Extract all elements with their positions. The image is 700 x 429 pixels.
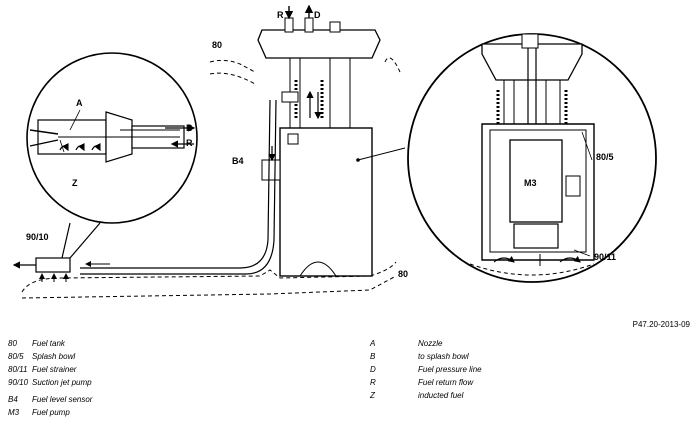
legend-key: 90/10 bbox=[8, 378, 29, 387]
legend-text: Fuel tank bbox=[32, 339, 65, 348]
legend-key: B bbox=[370, 352, 376, 361]
label-80-top: 80 bbox=[212, 40, 222, 50]
legend-text: Suction jet pump bbox=[32, 378, 92, 387]
legend-text: Fuel pump bbox=[32, 408, 70, 417]
label-80-5: 80/5 bbox=[596, 152, 614, 162]
legend-text: Fuel strainer bbox=[32, 365, 77, 374]
label-b4: B4 bbox=[232, 156, 244, 166]
legend-text: Fuel pressure line bbox=[418, 365, 482, 374]
label-b: B bbox=[186, 123, 193, 133]
legend-text: Nozzle bbox=[418, 339, 443, 348]
legend-key: 80/5 bbox=[8, 352, 24, 361]
fuel-tank bbox=[12, 4, 406, 299]
legend-key: Z bbox=[370, 391, 375, 400]
legend-key: R bbox=[370, 378, 376, 387]
suction-jet-pump-inset bbox=[26, 52, 198, 224]
label-80-right: 80 bbox=[398, 269, 408, 279]
legend-text: Fuel return flow bbox=[418, 378, 474, 387]
reference-code: P47.20-2013-09 bbox=[632, 320, 690, 329]
label-r: R bbox=[277, 10, 284, 20]
legend-key: 80/11 bbox=[8, 365, 28, 374]
legend-key: M3 bbox=[8, 408, 20, 417]
legend-key: 80 bbox=[8, 339, 17, 348]
label-90-10: 90/10 bbox=[26, 232, 49, 242]
legend-key: D bbox=[370, 365, 376, 374]
label-90-11: 90/11 bbox=[594, 252, 616, 262]
legend-text: Splash bowl bbox=[32, 352, 76, 361]
fuel-pump-diagram: R D 80 80 A B R Z B4 90/10 M3 80/5 90/11 bbox=[12, 4, 657, 299]
label-d: D bbox=[314, 10, 321, 20]
splash-bowl-inset bbox=[407, 33, 657, 283]
legend-text: inducted fuel bbox=[418, 391, 464, 400]
label-a: A bbox=[76, 98, 83, 108]
label-z: Z bbox=[72, 178, 78, 188]
label-r-inset: R bbox=[186, 138, 193, 148]
legend-key: B4 bbox=[8, 395, 18, 404]
label-m3: M3 bbox=[524, 178, 537, 188]
legend-key: A bbox=[370, 339, 376, 348]
legend-text: Fuel level sensor bbox=[32, 395, 93, 404]
legend-text: to splash bowl bbox=[418, 352, 469, 361]
legend-left: 80 Fuel tank 80/5 Splash bowl 80/11 Fuel stra… bbox=[8, 339, 208, 429]
